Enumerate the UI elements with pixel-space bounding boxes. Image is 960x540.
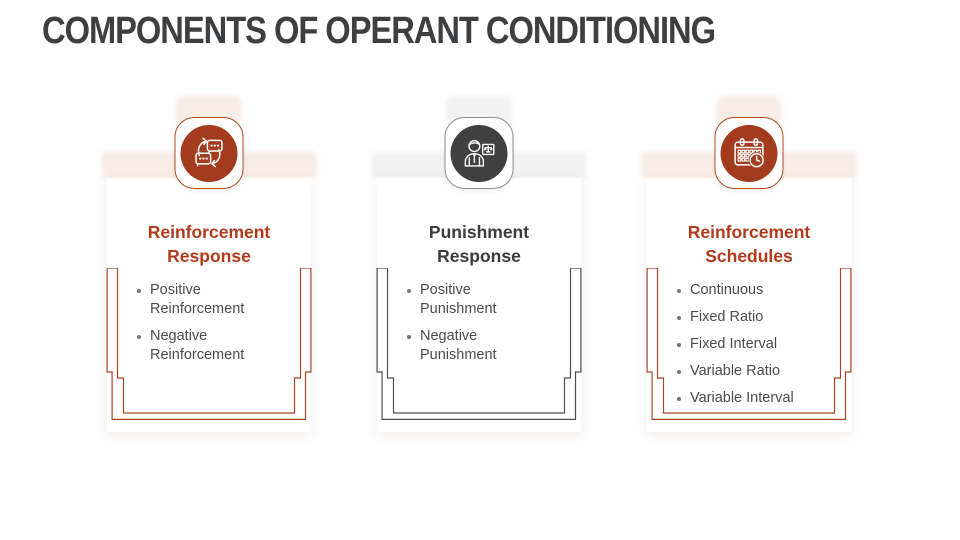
list-item-label: Continuous bbox=[690, 282, 764, 298]
list-item: Negative Punishment bbox=[407, 327, 572, 365]
bullet-icon bbox=[677, 342, 681, 347]
card-heading: Reinforcement Schedules bbox=[687, 222, 811, 266]
list-item: Fixed Interval bbox=[677, 335, 842, 354]
list-item: Continuous bbox=[677, 281, 842, 300]
icon-badge bbox=[444, 117, 514, 189]
list-item: Variable Ratio bbox=[677, 362, 842, 381]
bracket-outline-shape bbox=[646, 268, 852, 420]
slide-title: COMPONENTS OF OPERANT CONDITIONING bbox=[42, 10, 716, 52]
list-item-label: Fixed Interval bbox=[690, 336, 778, 352]
bracket-outline-shape bbox=[376, 268, 582, 420]
bullet-icon bbox=[677, 396, 681, 401]
card-panel bbox=[646, 178, 852, 432]
list-item-label: Negative Punishment bbox=[420, 328, 497, 363]
chat-exchange-icon bbox=[180, 124, 238, 182]
icon-badge bbox=[714, 117, 784, 189]
card-panel bbox=[376, 178, 582, 432]
list-item: Variable Interval bbox=[677, 389, 842, 408]
list-item: Fixed Ratio bbox=[677, 308, 842, 327]
list-item-label: Negative Reinforcement bbox=[150, 328, 245, 363]
card-reinforcement-response: Reinforcement Response Positive Reinforc… bbox=[99, 90, 319, 460]
list-item-label: Variable Interval bbox=[690, 390, 794, 406]
list-item-label: Positive Punishment bbox=[420, 282, 497, 317]
icon-badge bbox=[174, 117, 244, 189]
calendar-clock-icon bbox=[720, 124, 778, 182]
presenter-scales-icon bbox=[450, 124, 508, 182]
bullet-icon bbox=[407, 334, 411, 339]
bullet-icon bbox=[677, 369, 681, 374]
list-item-label: Fixed Ratio bbox=[690, 309, 764, 325]
bracket-outline-shape bbox=[106, 268, 312, 420]
list-item-label: Positive Reinforcement bbox=[150, 282, 245, 317]
card-panel bbox=[106, 178, 312, 432]
list-item: Positive Reinforcement bbox=[137, 281, 302, 319]
card-heading: Reinforcement Response bbox=[147, 222, 271, 266]
bullet-icon bbox=[137, 334, 141, 339]
bullet-icon bbox=[137, 288, 141, 293]
card-heading: Punishment Response bbox=[428, 222, 530, 266]
bullet-icon bbox=[677, 315, 681, 320]
bullet-icon bbox=[407, 288, 411, 293]
list-item-label: Variable Ratio bbox=[690, 363, 781, 379]
list-item: Negative Reinforcement bbox=[137, 327, 302, 365]
list-item: Positive Punishment bbox=[407, 281, 572, 319]
bullet-icon bbox=[677, 288, 681, 293]
